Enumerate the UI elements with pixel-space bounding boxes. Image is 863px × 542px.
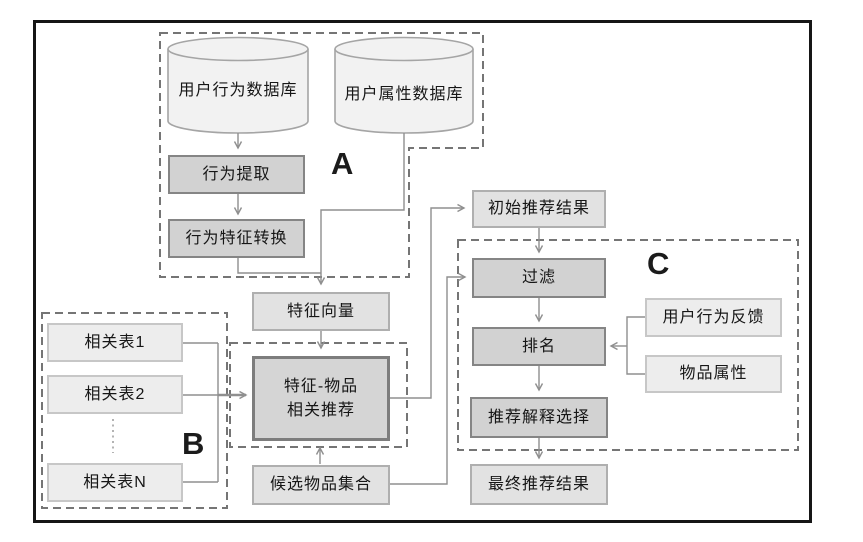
node-related-table-1: 相关表1	[47, 323, 183, 362]
node-candidate-item-set-label: 候选物品集合	[269, 476, 372, 493]
section-b-label: B	[182, 426, 205, 461]
node-final-results: 最终推荐结果	[470, 464, 608, 505]
node-related-table-1-label: 相关表1	[84, 333, 146, 351]
section-c-label: C	[647, 246, 670, 281]
node-feature-item-recommend: 特征-物品 相关推荐	[252, 356, 390, 441]
section-a-label: A	[331, 146, 354, 181]
connector-transform-junction	[237, 258, 321, 274]
node-behavior-extract: 行为提取	[168, 155, 305, 194]
section-b-outline	[41, 312, 228, 509]
db-behavior-cylinder-top	[167, 36, 309, 62]
node-user-behavior-feedback: 用户行为反馈	[645, 298, 782, 337]
node-ranking: 排名	[472, 327, 606, 366]
db-attribute-cylinder-top	[334, 36, 474, 62]
node-ranking-label: 排名	[521, 337, 556, 355]
connector-feedback-bracket	[626, 316, 645, 375]
node-item-attributes-label: 物品属性	[679, 365, 748, 382]
db-behavior-cylinder-body	[167, 48, 309, 134]
node-feature-vector-label: 特征向量	[286, 302, 355, 320]
node-final-results-label: 最终推荐结果	[487, 475, 590, 493]
node-db-behavior-label: 用户行为数据库	[178, 82, 298, 99]
node-db-attribute-label: 用户属性数据库	[344, 86, 464, 103]
node-related-table-n: 相关表N	[47, 463, 183, 502]
feature-item-outline	[229, 342, 408, 448]
node-explanation-selection-label: 推荐解释选择	[487, 408, 590, 426]
node-initial-results: 初始推荐结果	[472, 190, 606, 228]
node-initial-results-label: 初始推荐结果	[487, 200, 590, 217]
section-a-outline	[159, 32, 484, 278]
db-attribute-cylinder-body	[334, 48, 474, 134]
connector-featureitem-to-initialresults	[389, 203, 466, 399]
node-item-attributes: 物品属性	[645, 355, 782, 393]
node-behavior-transform-label: 行为特征转换	[185, 229, 288, 247]
connector-dbattribute-to-featurevector	[316, 133, 405, 286]
node-related-table-n-label: 相关表N	[83, 473, 147, 491]
node-filter-label: 过滤	[521, 269, 556, 286]
node-candidate-item-set: 候选物品集合	[252, 465, 390, 505]
node-db-attribute: 用户属性数据库	[336, 76, 472, 108]
node-feature-vector: 特征向量	[252, 292, 390, 331]
node-behavior-extract-label: 行为提取	[202, 165, 271, 183]
connector-table-bus	[183, 342, 219, 483]
connector-candidate-to-filter	[390, 272, 467, 485]
node-feature-item-line2: 相关推荐	[286, 401, 355, 419]
node-explanation-selection: 推荐解释选择	[470, 397, 608, 438]
diagram-frame	[33, 20, 812, 523]
node-related-table-2-label: 相关表2	[84, 385, 146, 403]
node-behavior-transform: 行为特征转换	[168, 219, 305, 258]
node-related-table-2: 相关表2	[47, 375, 183, 414]
section-c-outline	[457, 239, 799, 451]
node-user-behavior-feedback-label: 用户行为反馈	[662, 308, 765, 326]
node-feature-item-line1: 特征-物品	[283, 377, 359, 395]
node-db-behavior: 用户行为数据库	[170, 72, 306, 104]
node-filter: 过滤	[472, 258, 606, 298]
